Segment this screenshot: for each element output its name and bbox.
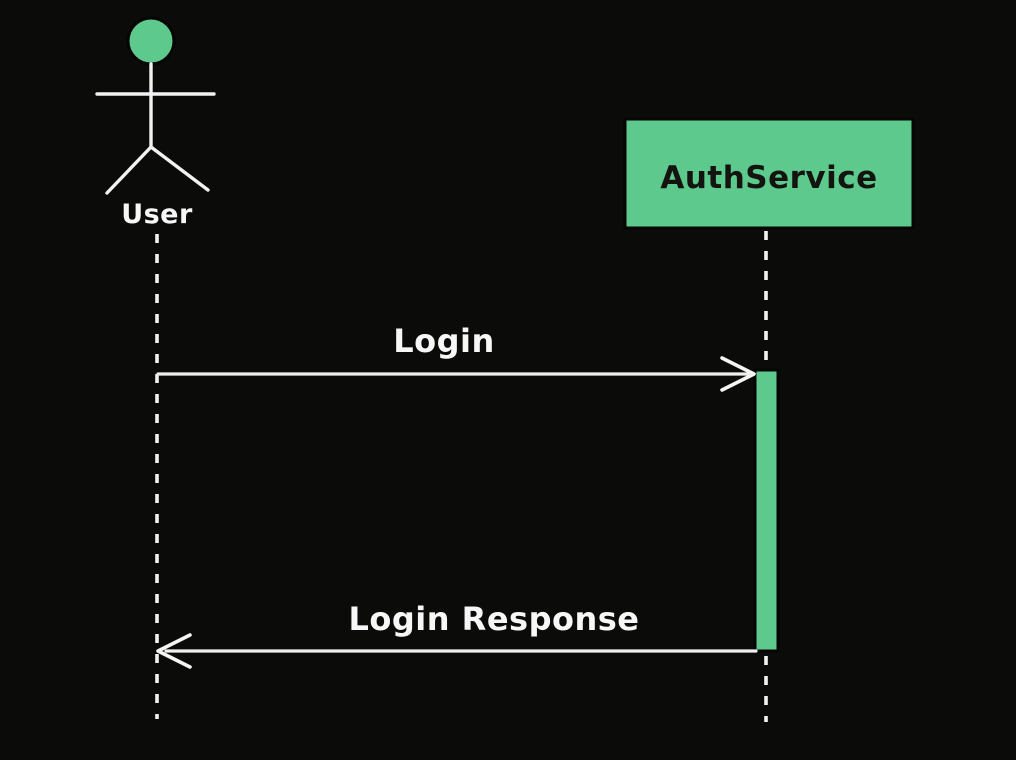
message-login-response-label: Login Response: [349, 600, 640, 638]
participant-authservice-box: [623, 117, 915, 230]
actor-left-leg-line: [105, 145, 153, 195]
message-login-label: Login: [393, 322, 495, 360]
arrowhead-right-icon: [720, 356, 756, 392]
participant-authservice-label: AuthService: [660, 160, 877, 196]
actor-head-icon: [126, 16, 176, 66]
actor-user-label: User: [121, 199, 193, 230]
actor-right-leg-line: [149, 145, 210, 192]
arrowhead-left-icon: [156, 633, 192, 669]
actor-user: User: [95, 16, 216, 719]
message-login-response: Login Response: [156, 600, 758, 669]
participant-authservice: AuthService: [623, 117, 915, 722]
activation-bar: [753, 368, 780, 653]
message-login: Login: [156, 322, 756, 392]
